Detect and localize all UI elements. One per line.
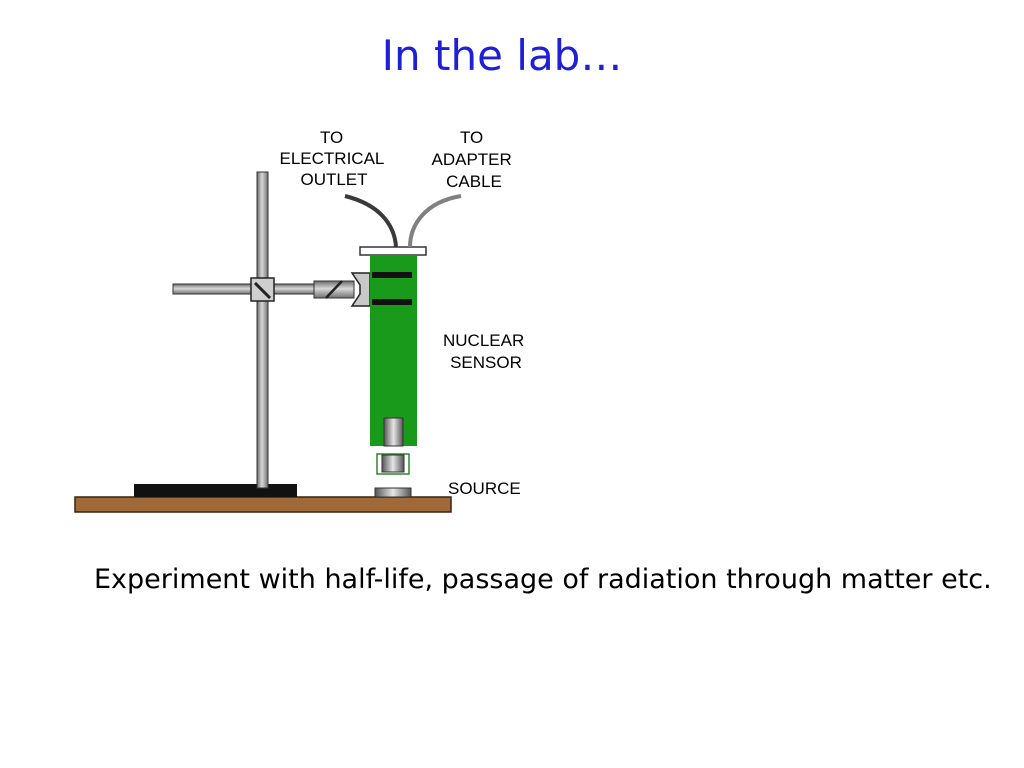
stand-horizontal-rod <box>172 283 320 295</box>
rod-clamp <box>250 277 275 302</box>
lab-bench <box>74 496 452 513</box>
source-label: SOURCE <box>448 479 521 498</box>
adapter-label: TO ADAPTER CABLE <box>431 128 516 191</box>
caption-text: Experiment with half-life, passage of ra… <box>94 564 992 595</box>
stand-base <box>134 484 297 497</box>
slide-title: In the lab… <box>381 31 623 80</box>
sensor-stripe <box>372 272 412 278</box>
sensor-holder-clamp <box>313 272 371 307</box>
outlet-label: TO ELECTRICAL OUTLET <box>280 128 389 189</box>
sensor-label: NUCLEAR SENSOR <box>443 331 529 372</box>
sensor-cap <box>359 246 427 256</box>
sensor-stripe <box>372 299 412 305</box>
stand-vertical-rod <box>256 171 269 489</box>
sensor-tube <box>383 417 404 447</box>
radiation-source <box>374 487 412 498</box>
nuclear-sensor-body <box>370 256 417 446</box>
absorber-holder <box>376 453 410 475</box>
adapter-cable <box>408 194 462 248</box>
outlet-cable <box>344 194 398 248</box>
